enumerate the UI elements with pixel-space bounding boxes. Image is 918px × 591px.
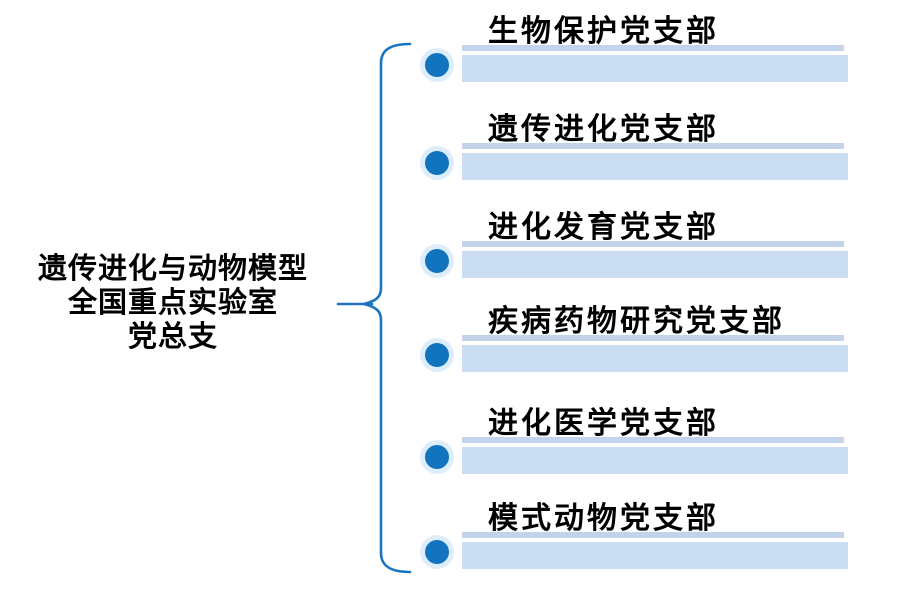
branch-label: 进化发育党支部: [488, 211, 719, 244]
branch-bar: [462, 447, 848, 474]
branch-underline: [462, 241, 845, 247]
root-label-line-2: 全国重点实验室: [67, 287, 278, 319]
branch-label: 遗传进化党支部: [488, 113, 719, 146]
branch-item: 模式动物党支部: [425, 499, 848, 569]
branch-underline: [462, 335, 845, 341]
branch-underline: [462, 532, 845, 538]
branch-label: 模式动物党支部: [488, 502, 719, 535]
bullet-icon: [425, 53, 449, 77]
brace-curve: [363, 42, 412, 574]
root-label-line-3: 党总支: [127, 321, 218, 353]
branch-item: 进化医学党支部: [425, 404, 848, 474]
branch-underline: [462, 45, 845, 51]
branch-item: 遗传进化党支部: [425, 110, 848, 180]
branch-item: 疾病药物研究党支部: [425, 302, 848, 372]
branch-bar: [462, 55, 848, 82]
branch-underline: [462, 143, 845, 149]
bullet-icon: [425, 151, 449, 175]
branch-label: 进化医学党支部: [488, 407, 719, 440]
branch-list: 生物保护党支部 遗传进化党支部 进化发育党支部 疾病药物研究党支部 进化医学党支…: [425, 0, 848, 591]
root-label-line-1: 遗传进化与动物模型: [37, 253, 308, 285]
branch-item: 进化发育党支部: [425, 208, 848, 278]
branch-underline: [462, 437, 845, 443]
branch-bar: [462, 153, 848, 180]
branch-label: 生物保护党支部: [488, 15, 719, 48]
root-node-label: 遗传进化与动物模型 全国重点实验室 党总支: [12, 252, 334, 354]
branch-label: 疾病药物研究党支部: [488, 305, 785, 338]
branch-item: 生物保护党支部: [425, 12, 848, 82]
branch-bar: [462, 542, 848, 569]
bullet-icon: [425, 249, 449, 273]
branch-bar: [462, 251, 848, 278]
branch-bar: [462, 345, 848, 372]
curly-brace-connector: [336, 42, 412, 574]
bullet-icon: [425, 445, 449, 469]
bullet-icon: [425, 540, 449, 564]
bullet-icon: [425, 343, 449, 367]
